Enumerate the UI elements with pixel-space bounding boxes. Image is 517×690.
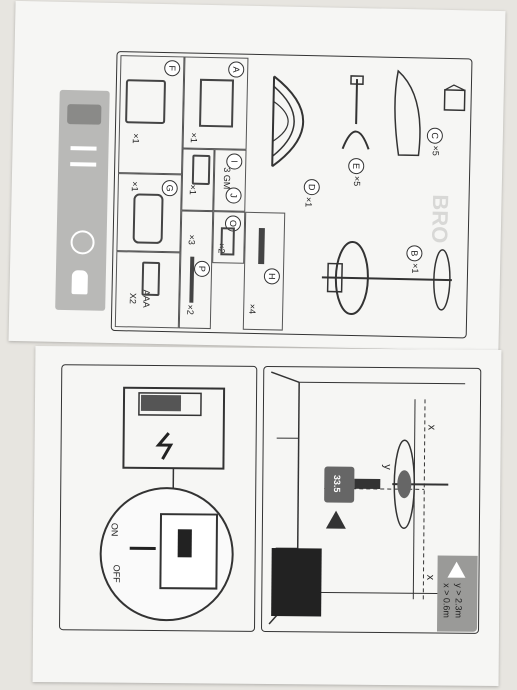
qty-J: ×3 [186,234,197,245]
battery-icon [141,261,161,296]
timer-icon [70,230,95,255]
parts-page: F ×1 ×1 G X2 AAA A ×1 I ×1 J 3 GM ×3 O ×… [8,0,506,352]
bolt-icon [258,228,265,265]
qty-F: ×1 [130,133,141,144]
qty-D: ×1 [303,196,314,208]
mount-plate-icon [199,78,235,128]
screwdriver-icon [70,146,97,151]
qty-C: ×5 [430,145,441,156]
drill-icon [67,104,102,125]
switch-off-label: OFF [111,564,122,583]
fan-motor-icon [321,241,452,316]
box-icon [443,84,466,112]
spec-x: x > 0.6m [441,583,452,618]
installation-page: ON OFF 33.5 x y x x > 0.6m y > 2.3m [32,345,502,687]
qty-E: ×5 [351,175,363,187]
switch-zoom-circle: ON OFF [99,486,235,622]
qty-I: ×1 [187,184,198,195]
warning-icon [325,510,347,529]
fan-blade-icon [394,69,421,157]
brand-text: BRO [427,194,454,244]
tool-strip [55,89,110,311]
qty-H: ×4 [247,303,258,315]
spec-box: x > 0.6m y > 2.3m [436,555,478,632]
qty-B: ×1 [410,263,421,274]
spec-warning-icon [447,561,466,578]
qty-A: ×1 [188,132,200,143]
connector-icon [191,154,211,186]
remote-icon [132,193,164,245]
weight-value: 33.5 [331,474,343,493]
dim-y: y [381,464,394,470]
dim-x-top: x [425,424,438,431]
people-icon [71,270,88,295]
bracket-icon [125,79,166,125]
qty-F2: ×1 [129,181,140,192]
table-icon [271,548,322,617]
weight-tag: 33.5 [324,466,355,503]
anchor-icon [220,227,235,256]
spec-y: y > 2.3m [453,583,464,619]
blade-arm-icon [341,75,370,150]
breaker-box-icon [122,386,226,502]
battery-qty: X2 [127,292,139,305]
ceiling-fan-icon [392,439,449,529]
switch-toggle[interactable] [177,529,192,558]
tag-J: 3 GM [221,167,233,190]
screwdriver-icon-2 [70,162,97,167]
qty-P: ×2 [185,304,196,315]
dim-x-bottom: x [424,574,437,581]
switch-on-label: ON [109,522,120,537]
glass-shade-icon [271,75,305,168]
arrow-down-icon [129,546,156,551]
arrow-left-icon [354,478,381,489]
